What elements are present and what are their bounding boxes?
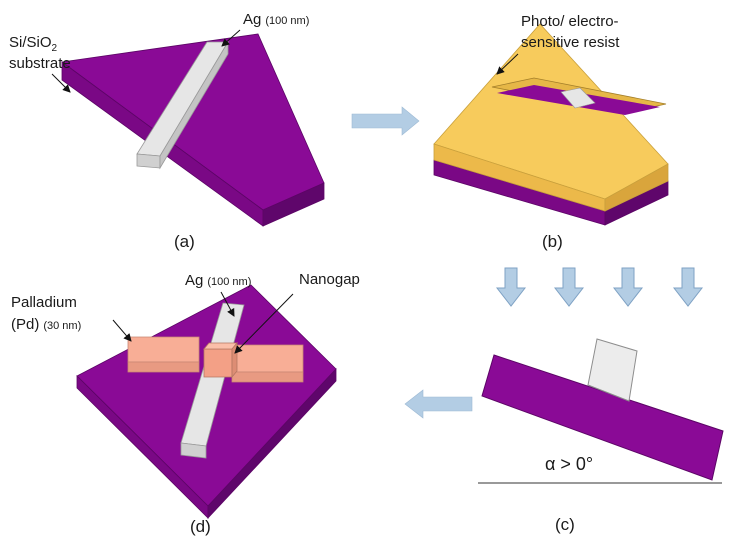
down-arrow-4 [672,267,704,307]
angle-label: α > 0° [545,454,593,474]
panel-b: Photo/ electro- sensitive resist (b) [433,13,669,251]
nanogap-label: Nanogap [299,271,360,288]
resist-side [604,163,669,212]
pd-center-block [203,348,233,378]
pd-pad-left [127,336,200,363]
nanogap-pointer-arrow [234,293,294,354]
pd-label-line2: (Pd)(30 nm) [11,316,81,333]
panel-d: Palladium (Pd)(30 nm) Ag(100 nm) Nanogap… [11,271,360,536]
panel-a: Si/SiO2 substrate Ag(100 nm) (a) [9,11,325,251]
ag-strip-a-front [136,153,161,169]
substrate-pointer-arrow [51,73,71,93]
down-arrow-2 [553,267,585,307]
resist-label-line1: Photo/ electro- [521,13,619,30]
ag-label-d: Ag(100 nm) [185,272,251,289]
deposition-arrows [495,267,704,307]
down-arrow-1 [495,267,527,307]
pd-center-top [203,342,238,350]
window-ag [560,87,596,109]
substrate-d-side [207,367,337,520]
caption-b: (b) [542,232,563,251]
ag-label-a: Ag(100 nm) [243,11,309,28]
substrate-a-side [262,182,325,227]
pd-pad-right-front [231,371,304,383]
tilted-ag-block [587,338,638,402]
caption-a: (a) [174,232,195,251]
resist-pointer-arrow [496,53,519,75]
ag-pointer-arrow-d [220,291,235,317]
substrate-a-top [60,33,325,211]
ag-strip-a-side [159,40,229,170]
caption-d: (d) [190,517,211,536]
pd-center-side [231,341,238,379]
substrate-label-line2: substrate [9,55,71,72]
caption-c: (c) [555,515,575,534]
tilted-substrate [481,354,724,481]
pd-label-line1: Palladium [11,294,77,311]
ag-pointer-arrow-a [221,29,241,47]
arrow-a-to-b [351,106,420,136]
pd-pad-right [231,344,304,373]
pd-pad-left-front [127,361,200,373]
ag-strip-d-front [180,442,207,459]
panel-c: α > 0° (c) [478,338,724,534]
arrow-c-to-d [404,389,473,419]
down-arrow-3 [612,267,644,307]
substrate-label-line1: Si/SiO2 [9,34,58,54]
resist-label-line2: sensitive resist [521,34,620,51]
pd-pointer-arrow [112,319,132,342]
